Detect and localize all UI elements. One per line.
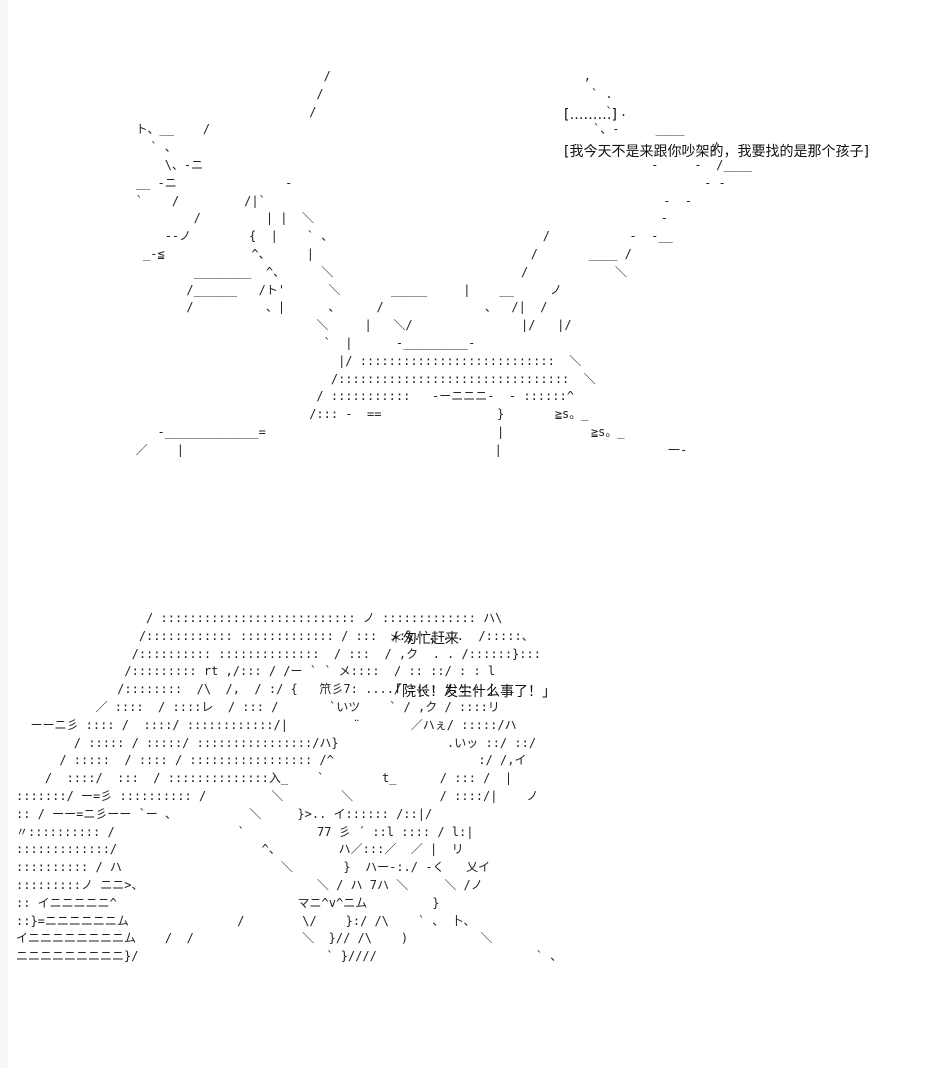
speech-character: 「院长！发生什么事了！」 (388, 684, 556, 700)
speech-main-top: [我今天不是来跟你吵架的，我要找的是那个孩子] (564, 144, 869, 160)
ascii-art-character-scene: / ::::::::::::::::::::::::::: ノ ::::::::… (16, 611, 563, 964)
action-note: ＊匆忙赶来 (389, 631, 459, 647)
speech-ellipsis: [………] (564, 107, 617, 123)
ascii-art-silhouette-scene: / , / ` . / ` . ト、 (135, 69, 753, 457)
manga-panel: / , / ` . / ` . ト、 (8, 0, 948, 1068)
